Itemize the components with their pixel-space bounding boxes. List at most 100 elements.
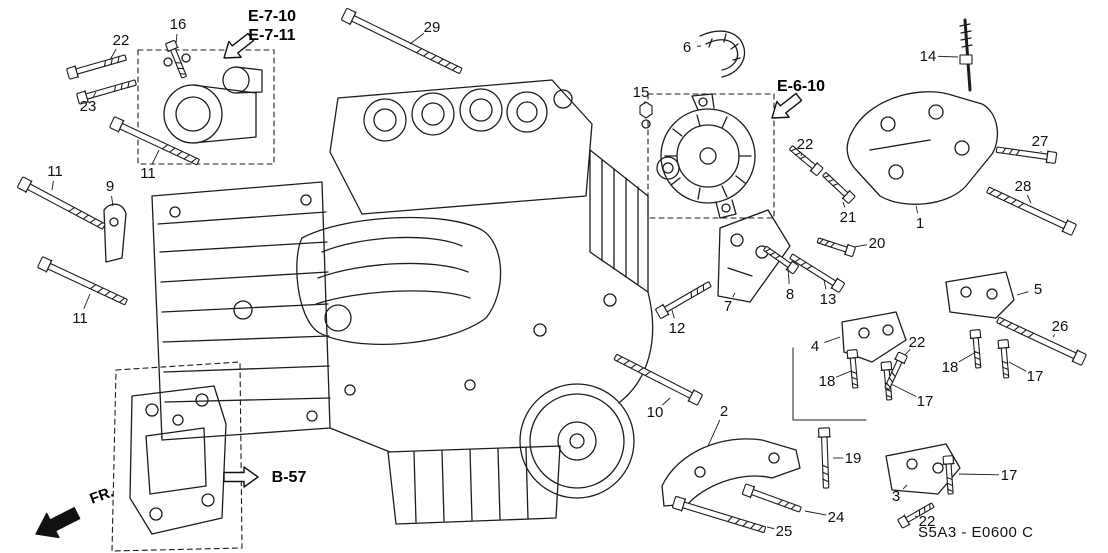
callout-24: 24	[828, 509, 845, 526]
bolt-illustration	[611, 350, 704, 407]
callout-8: 8	[786, 286, 794, 303]
callout-27: 27	[1032, 133, 1049, 150]
callout-leader	[175, 33, 178, 45]
bracket-4-illustration	[841, 311, 907, 363]
callout-5: 5	[1034, 281, 1042, 298]
callout-leader	[51, 180, 54, 191]
callout-leader	[661, 397, 671, 406]
belt-illustration	[699, 30, 746, 78]
bolt-illustration	[819, 169, 857, 205]
bolt-illustration	[16, 175, 108, 234]
callout-22: 22	[919, 513, 936, 530]
callout-leader	[836, 370, 852, 378]
starter-motor-illustration	[137, 49, 275, 165]
callout-20: 20	[869, 235, 886, 252]
callout-leader	[958, 351, 977, 363]
callout-leader	[804, 510, 827, 516]
callout-leader	[643, 101, 646, 105]
bolt-illustration	[36, 255, 130, 310]
bolt-illustration	[340, 6, 465, 79]
callout-leader	[787, 267, 790, 285]
callout-leader	[853, 244, 868, 248]
callout-3: 3	[892, 488, 900, 505]
callout-17: 17	[917, 393, 934, 410]
bolt-illustration	[163, 39, 191, 81]
engine-mount-bracket-illustration	[846, 91, 999, 205]
callout-leader	[766, 526, 775, 530]
callout-9: 9	[106, 178, 114, 195]
intake-manifold-illustration	[296, 216, 502, 345]
callout-leader	[914, 515, 918, 518]
callout-leader	[904, 348, 911, 356]
callout-6: 6	[683, 39, 691, 56]
ref-label-e-7-11: E-7-11	[248, 27, 295, 44]
callout-14: 14	[920, 48, 937, 65]
callout-11: 11	[47, 163, 63, 180]
engine-illustration	[103, 18, 1015, 552]
side-mount-plate-illustration	[111, 361, 243, 552]
leader-elbow	[792, 347, 867, 421]
alternator-illustration	[647, 93, 775, 219]
bolt-illustration	[787, 250, 846, 295]
callout-17: 17	[1027, 368, 1044, 385]
valve-cover-illustration	[329, 79, 593, 215]
callout-16: 16	[170, 16, 187, 33]
callout-19: 19	[845, 450, 862, 467]
callout-22: 22	[909, 334, 926, 351]
callout-leader-lines	[51, 32, 1055, 530]
callout-leader	[902, 484, 908, 490]
callout-leader	[958, 473, 1000, 476]
callout-11: 11	[72, 310, 88, 327]
diagram-code: S5A3 - E0600 C	[918, 524, 1033, 541]
callout-12: 12	[669, 320, 686, 337]
fr-label: FR.	[88, 484, 117, 508]
callout-leader	[83, 293, 91, 309]
bolt-illustration	[845, 348, 862, 389]
bolt-illustration	[671, 494, 768, 538]
bolt-illustration	[968, 328, 985, 369]
callout-leader	[111, 195, 114, 207]
callout-leader	[92, 91, 97, 98]
callout-18: 18	[942, 359, 959, 376]
callout-4: 4	[811, 338, 819, 355]
bolt-illustration	[741, 482, 804, 517]
ref-label-b-57: B-57	[272, 469, 307, 486]
oil-pan-illustration	[387, 445, 561, 525]
bolt-illustration	[654, 277, 714, 321]
callout-13: 13	[820, 291, 837, 308]
bracket-5-illustration	[945, 271, 1015, 319]
bolt-illustration	[994, 312, 1088, 367]
callout-21: 21	[840, 209, 857, 226]
callout-leader	[409, 32, 425, 45]
callout-leader	[800, 153, 803, 157]
bolt-illustration	[815, 234, 857, 259]
bolt-illustration	[816, 427, 834, 489]
callout-leader	[890, 383, 917, 397]
callout-leader	[707, 419, 721, 447]
callout-25: 25	[776, 523, 793, 540]
callout-11: 11	[140, 165, 156, 182]
callout-leader	[671, 309, 675, 319]
callout-leader	[151, 149, 160, 165]
callout-17: 17	[1001, 467, 1018, 484]
callout-15: 15	[633, 84, 650, 101]
callout-leader	[937, 55, 959, 58]
callout-leader	[842, 201, 846, 208]
fr-direction-arrow-icon	[29, 500, 84, 547]
nut-illustration	[639, 101, 653, 129]
crank-pulley-illustration	[519, 383, 635, 499]
callout-leader	[824, 336, 841, 344]
engine-block-illustration	[151, 181, 617, 453]
callout-28: 28	[1015, 178, 1032, 195]
callout-18: 18	[819, 373, 836, 390]
callout-leader	[109, 48, 117, 61]
cylinder-head-fins	[589, 149, 654, 403]
callout-10: 10	[647, 404, 664, 421]
reference-labels: E-7-10E-7-11E-6-10B-57	[248, 8, 825, 486]
callout-26: 26	[1052, 318, 1069, 335]
callout-leader	[915, 205, 919, 214]
bolt-set	[16, 6, 1088, 538]
bracket-9-illustration	[103, 203, 127, 263]
ref-label-e-6-10: E-6-10	[777, 78, 825, 95]
